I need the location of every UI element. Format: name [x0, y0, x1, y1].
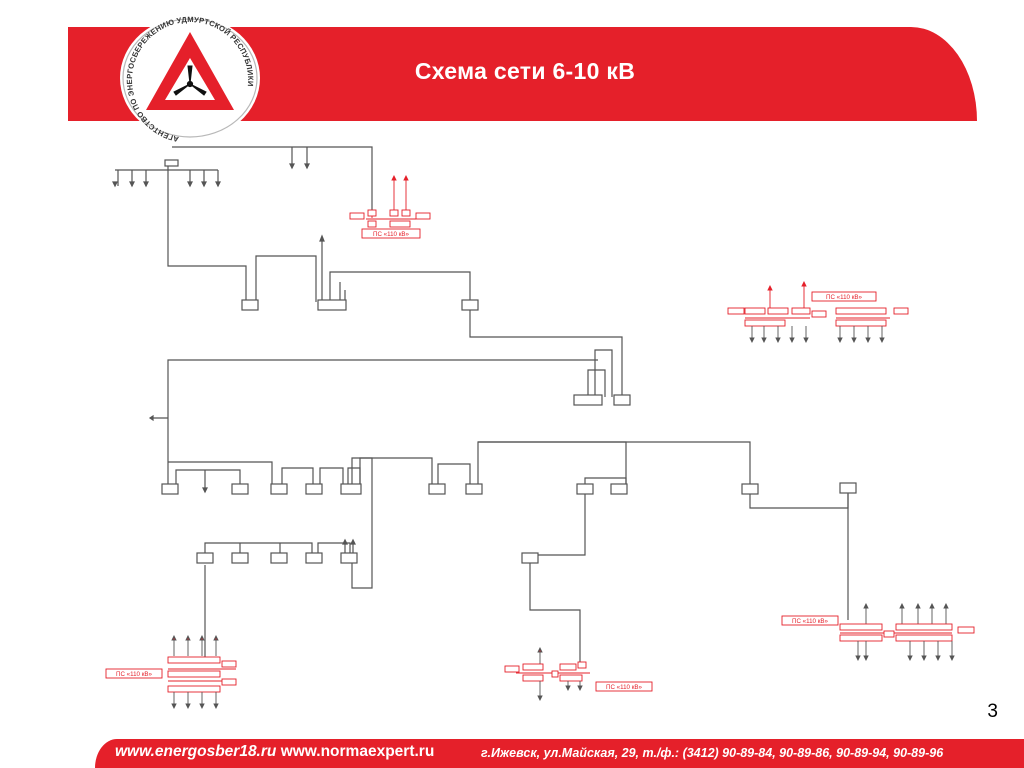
footer-site-energosber[interactable]: www.energosber18.ru	[115, 743, 277, 760]
slide-title: Схема сети 6-10 кВ	[414, 58, 636, 84]
middle-network	[148, 310, 849, 663]
substation-lower-center	[504, 646, 653, 702]
substation-label-lower-right: ПС «110 кВ»	[792, 618, 828, 625]
substation-lower-left	[105, 634, 237, 710]
page-number: 3	[987, 701, 998, 722]
substation-top-center	[349, 174, 431, 239]
top-feeder-bus	[112, 146, 471, 302]
substation-label-right: ПС «110 кВ»	[826, 294, 862, 301]
footer-sites: www.energosber18.ru www.normaexpert.ru	[115, 743, 434, 761]
footer-contacts: г.Ижевск, ул.Майская, 29, т./ф.: (3412) …	[481, 746, 944, 760]
lower-left-chain	[204, 538, 356, 660]
substation-label-lower-left: ПС «110 кВ»	[116, 671, 152, 678]
footer-band: www.energosber18.ru www.normaexpert.ru г…	[95, 739, 1024, 768]
substation-lower-right	[781, 602, 975, 662]
middle-tp-boxes	[161, 482, 857, 495]
top-tp-boxes	[241, 299, 479, 311]
substation-label-lower-center: ПС «110 кВ»	[606, 684, 642, 691]
substation-label-top-center: ПС «110 кВ»	[373, 231, 409, 238]
lower-left-tp-boxes	[196, 552, 539, 564]
wind-turbine-icon	[173, 65, 207, 96]
agency-logo: АГЕНТСТВО ПО ЭНЕРГОСБЕРЕЖЕНИЮ УДМУРТСКОЙ…	[120, 15, 260, 142]
substation-right	[727, 280, 909, 344]
footer-site-normaexpert[interactable]: www.normaexpert.ru	[280, 743, 435, 760]
